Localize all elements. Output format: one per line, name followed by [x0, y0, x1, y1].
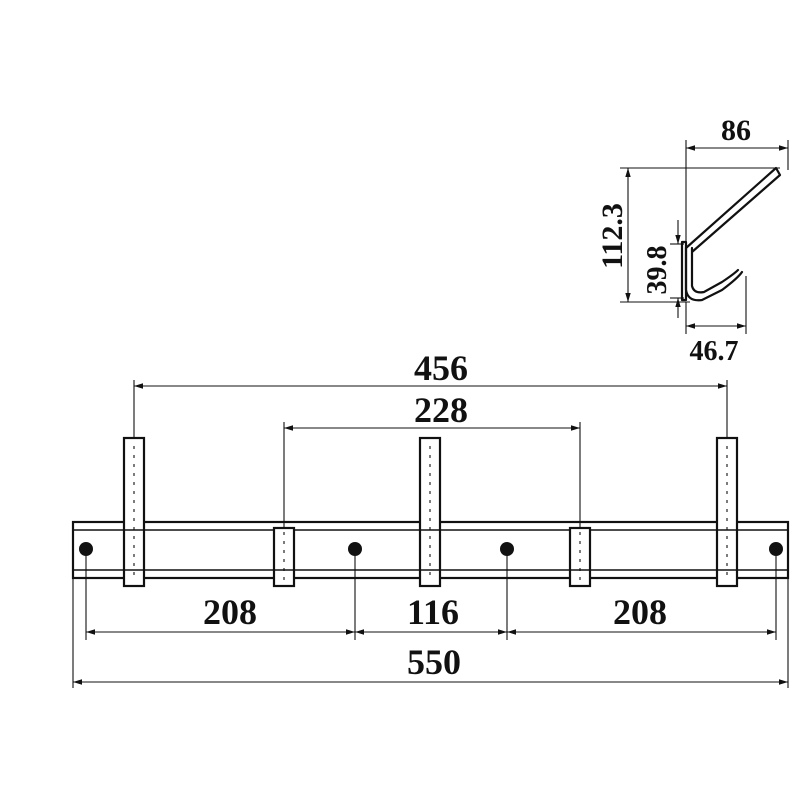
mount-hole-1	[79, 542, 93, 556]
hook-tall-2	[418, 436, 442, 588]
hook-side-view: 86 112.3 39.8 46.7	[596, 114, 789, 367]
label-hole-spacing-right: 208	[613, 592, 667, 632]
label-hook-height: 112.3	[596, 203, 629, 269]
label-hook-lower-height: 39.8	[642, 246, 673, 295]
hook-short-1	[272, 526, 296, 588]
hook-tall-1	[122, 436, 146, 588]
label-hole-spacing-left: 208	[203, 592, 257, 632]
hook-tall-3	[715, 436, 739, 588]
label-hole-spacing-center: 116	[407, 592, 459, 632]
label-hook-depth: 46.7	[690, 336, 739, 367]
label-outer-hook-span: 456	[414, 348, 468, 388]
label-hook-width: 86	[721, 114, 751, 147]
mount-hole-2	[348, 542, 362, 556]
label-inner-hook-span: 228	[414, 390, 468, 430]
hook-profile	[684, 166, 782, 302]
hook-short-2	[568, 526, 592, 588]
mount-hole-3	[500, 542, 514, 556]
hook-base-plate	[680, 240, 688, 302]
rack-front-view: 456 228 208 116 208 550	[71, 348, 790, 688]
mount-hole-4	[769, 542, 783, 556]
label-overall-length: 550	[407, 642, 461, 682]
